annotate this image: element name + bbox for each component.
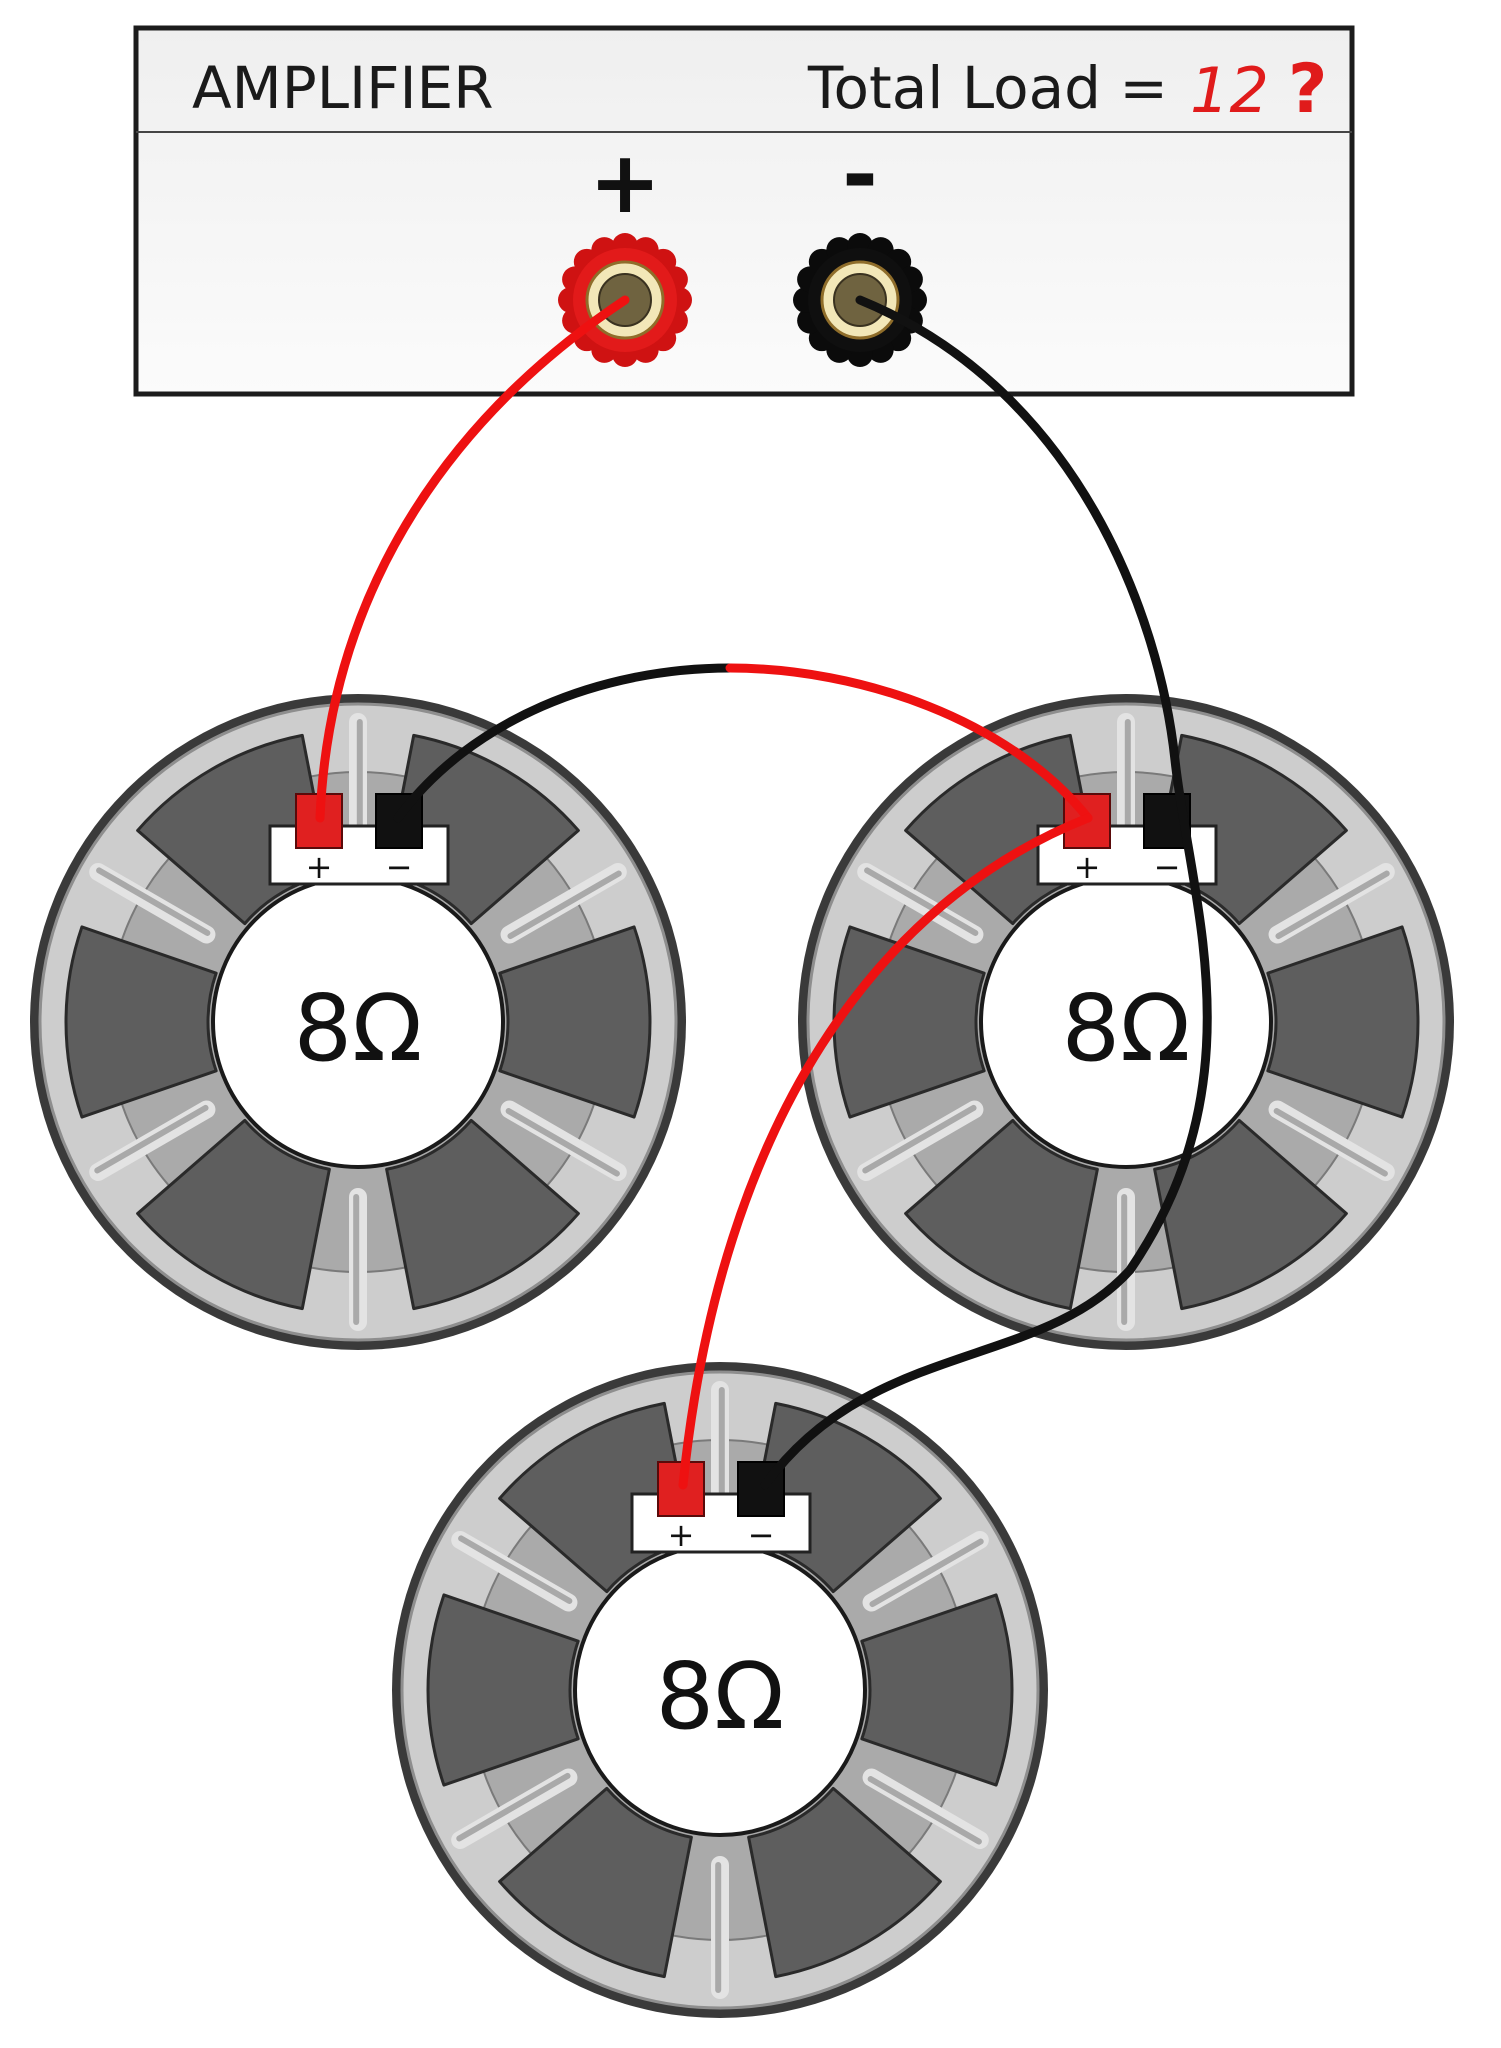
speaker-left-plus-label: + — [306, 848, 333, 886]
wire-left-minus-black-segment — [393, 663, 735, 823]
speaker-right-minus-label: − — [1154, 848, 1181, 886]
wire-amp-negative-to-bottom-minus — [760, 295, 1212, 1490]
wire-amp-positive-to-left-plus — [315, 295, 630, 823]
speaker-bottom-plus-label: + — [668, 1516, 695, 1554]
speaker-right-impedance: 8Ω — [1062, 975, 1191, 1082]
amplifier-panel: AMPLIFIER Total Load = 12 ? + - — [133, 25, 1355, 397]
total-load-value: 12 — [1190, 54, 1269, 127]
amplifier-title: AMPLIFIER — [192, 54, 494, 122]
speaker-left: 8Ω + − — [30, 694, 686, 1350]
wires — [315, 295, 1212, 1490]
total-load-question: ? — [1288, 50, 1327, 129]
plus-sign: + — [589, 133, 661, 233]
speaker-bottom: 8Ω + − — [392, 1362, 1048, 2018]
speaker-left-terminal-block: + − — [268, 793, 450, 886]
speaker-right: 8Ω + − — [798, 694, 1454, 1350]
speaker-bottom-impedance: 8Ω — [656, 1643, 785, 1750]
minus-sign: - — [842, 125, 878, 225]
total-load-label: Total Load = — [807, 54, 1168, 122]
speaker-bottom-terminal-block: + − — [630, 1461, 812, 1554]
speaker-left-minus-label: − — [386, 848, 413, 886]
wire-red-segment-to-right-plus — [725, 663, 1093, 823]
speaker-left-impedance: 8Ω — [294, 975, 423, 1082]
speaker-bottom-minus-label: − — [748, 1516, 775, 1554]
speaker-right-plus-label: + — [1074, 848, 1101, 886]
wire-right-plus-to-bottom-plus — [678, 813, 1093, 1490]
